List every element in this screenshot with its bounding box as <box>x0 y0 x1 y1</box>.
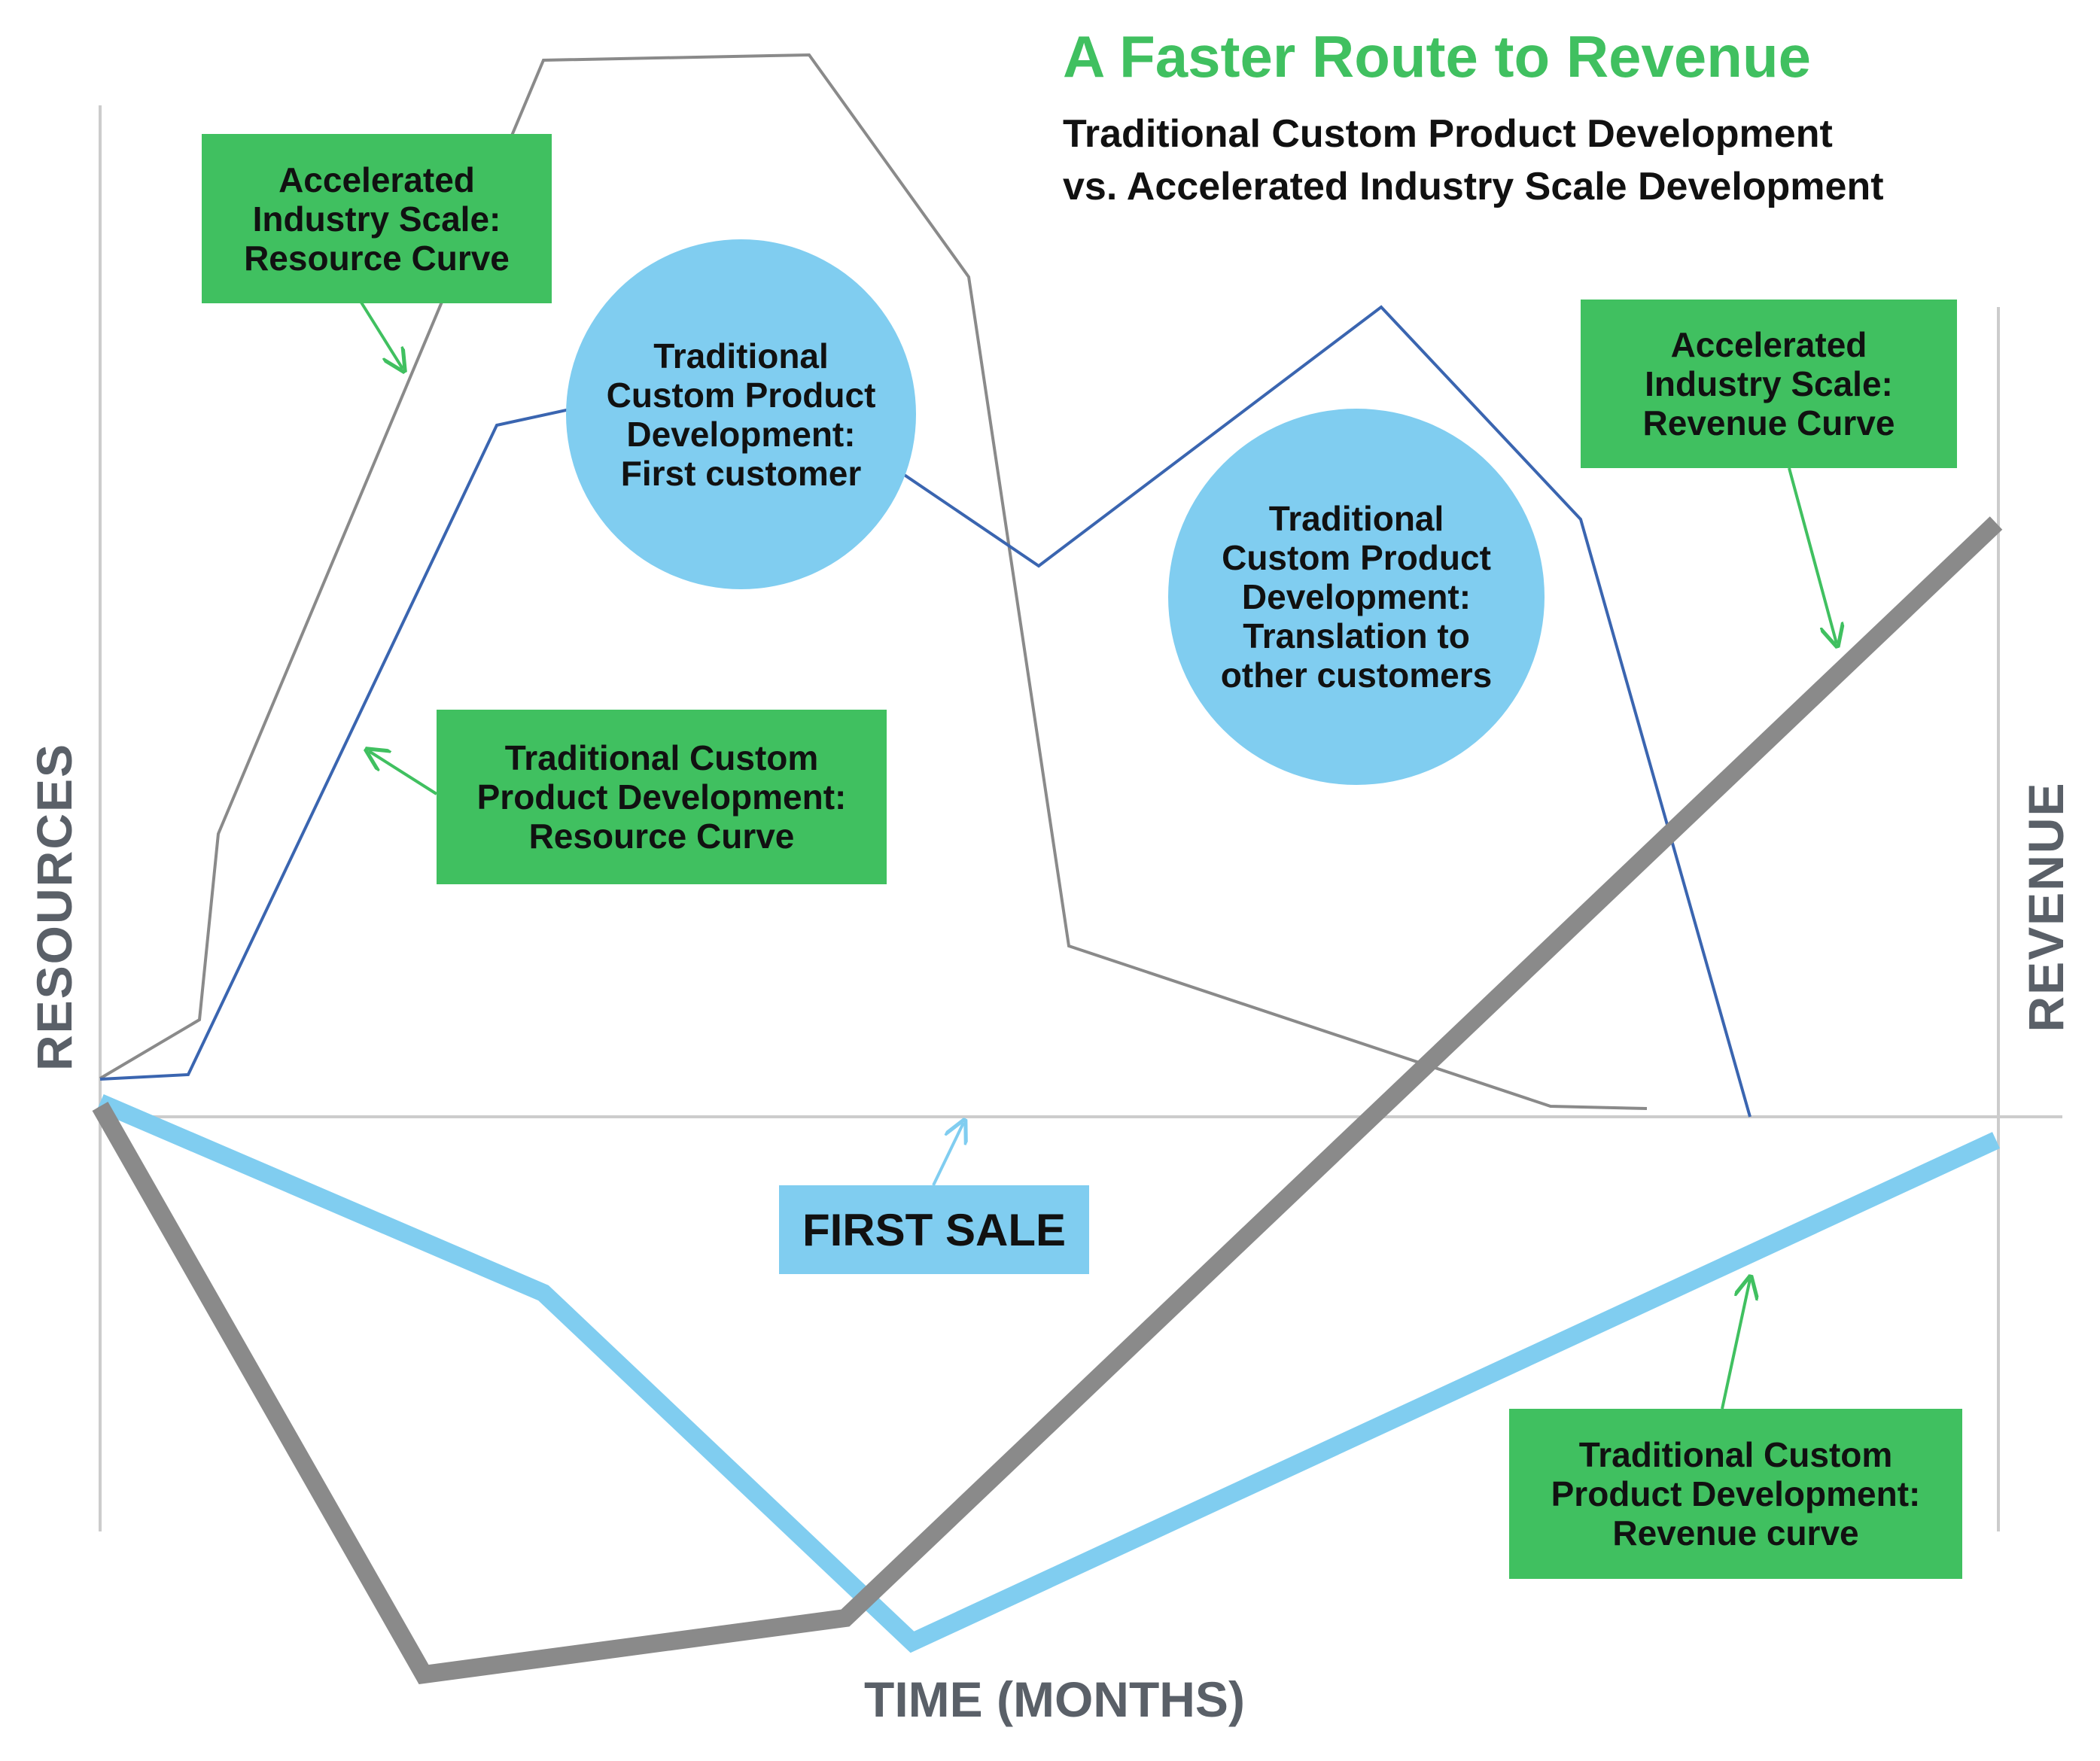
arrow-accel-revenue <box>1788 467 1837 643</box>
label-accelerated-revenue-curve: Accelerated Industry Scale: Revenue Curv… <box>1581 300 1957 468</box>
diagram-subtitle: Traditional Custom Product Development v… <box>1063 108 1884 213</box>
arrow-trad-resource <box>369 751 438 795</box>
diagram-title: A Faster Route to Revenue <box>1063 23 1811 90</box>
circle-first-customer: Traditional Custom Product Development: … <box>566 239 916 589</box>
traditional-revenue-curve <box>96 1093 2001 1653</box>
resources-axis-label: RESOURCES <box>26 742 82 1072</box>
first-sale-label: FIRST SALE <box>779 1185 1089 1274</box>
revenue-axis-label: REVENUE <box>2018 781 2074 1033</box>
arrow-first-sale <box>932 1123 963 1186</box>
accelerated-resource-curve <box>99 53 1648 1110</box>
arrow-trad-revenue <box>1721 1279 1750 1410</box>
time-axis-label: TIME (MONTHS) <box>864 1671 1245 1727</box>
accelerated-revenue-curve <box>92 516 2003 1684</box>
subtitle-line-1: Traditional Custom Product Development <box>1063 112 1833 156</box>
subtitle-line-2: vs. Accelerated Industry Scale Developme… <box>1063 165 1884 208</box>
label-traditional-revenue-curve: Traditional Custom Product Development: … <box>1509 1409 1962 1579</box>
circle-translation-to-other-customers: Traditional Custom Product Development: … <box>1168 409 1545 785</box>
label-accelerated-resource-curve: Accelerated Industry Scale: Resource Cur… <box>202 134 552 303</box>
label-traditional-resource-curve: Traditional Custom Product Development: … <box>437 710 887 884</box>
arrow-accel-resource <box>360 301 403 369</box>
